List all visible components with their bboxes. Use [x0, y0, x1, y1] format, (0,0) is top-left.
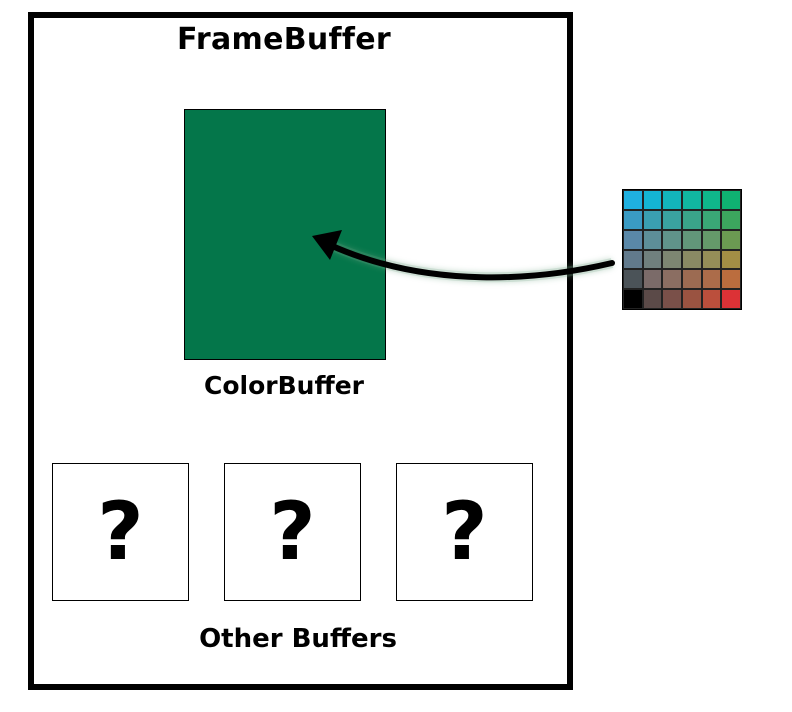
palette-swatch: [721, 249, 741, 270]
palette-swatch: [681, 269, 702, 290]
palette-swatch: [701, 289, 722, 309]
color-palette-grid: [622, 189, 742, 310]
palette-swatch: [642, 269, 663, 290]
palette-swatch: [642, 229, 663, 250]
palette-swatch: [662, 190, 682, 210]
palette-swatch: [701, 269, 722, 290]
palette-swatch: [681, 289, 702, 309]
palette-swatch: [701, 190, 722, 210]
palette-swatch: [721, 209, 741, 230]
palette-swatch: [662, 229, 682, 250]
palette-swatch: [662, 249, 682, 270]
palette-swatch: [681, 209, 702, 230]
palette-swatch: [642, 249, 663, 270]
other-buffers-label: Other Buffers: [199, 624, 397, 654]
palette-swatch: [623, 229, 643, 250]
palette-swatch: [642, 190, 663, 210]
palette-swatch: [623, 269, 643, 290]
palette-swatch: [681, 190, 702, 210]
palette-swatch: [701, 209, 722, 230]
palette-swatch: [721, 269, 741, 290]
palette-swatch: [681, 229, 702, 250]
palette-swatch: [701, 249, 722, 270]
unknown-buffer-3: ?: [396, 463, 533, 601]
palette-swatch: [681, 249, 702, 270]
framebuffer-title: FrameBuffer: [177, 22, 391, 57]
colorbuffer-box: [184, 109, 386, 360]
palette-swatch: [662, 269, 682, 290]
palette-swatch: [642, 289, 663, 309]
palette-swatch: [662, 289, 682, 309]
colorbuffer-label: ColorBuffer: [204, 371, 364, 400]
palette-swatch: [642, 209, 663, 230]
palette-swatch: [721, 289, 741, 309]
palette-swatch: [701, 229, 722, 250]
palette-swatch: [721, 190, 741, 210]
palette-swatch: [623, 289, 643, 309]
palette-swatch: [662, 209, 682, 230]
palette-swatch: [721, 229, 741, 250]
unknown-buffer-2: ?: [224, 463, 361, 601]
palette-swatch: [623, 209, 643, 230]
palette-swatch: [623, 190, 643, 210]
palette-swatch: [623, 249, 643, 270]
unknown-buffer-1: ?: [52, 463, 189, 601]
